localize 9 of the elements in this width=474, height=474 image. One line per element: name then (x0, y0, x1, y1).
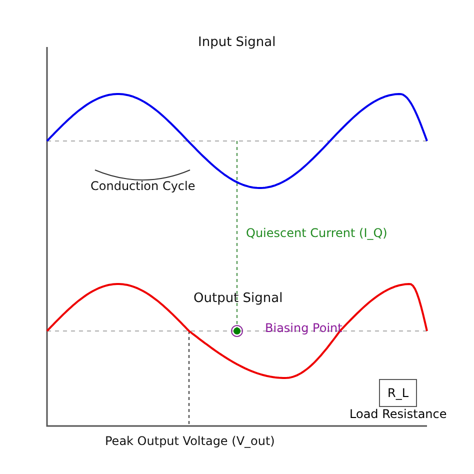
resistor-label: R_L (387, 386, 409, 400)
heading: Output Signal (194, 292, 283, 306)
heading: Input Signal (198, 36, 276, 50)
axis-label: Peak Output Voltage (V_out) (105, 434, 275, 448)
resistor-box (379, 379, 417, 407)
annotation-text: Quiescent Current (I_Q) (246, 226, 388, 240)
annotation-text: Biasing Point (265, 321, 342, 335)
annotation-text: Conduction Cycle (90, 179, 196, 193)
node-label: Load Resistance (350, 407, 447, 421)
